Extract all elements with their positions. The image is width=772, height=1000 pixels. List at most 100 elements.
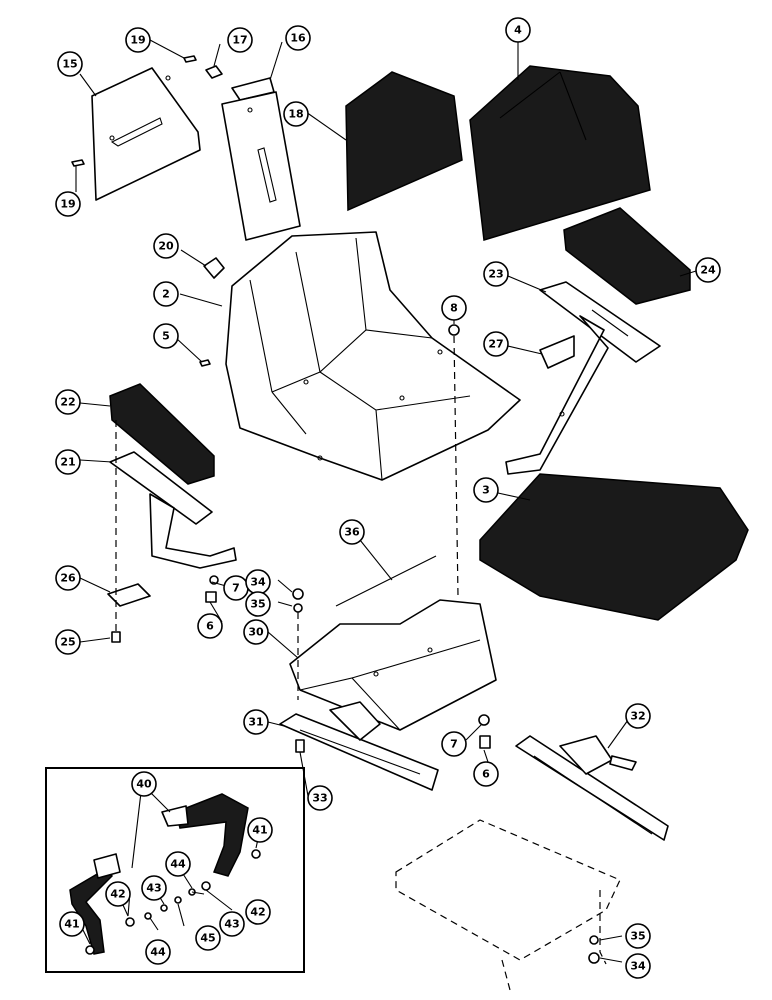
callout-26: 26 [55, 565, 81, 591]
callout-30: 30 [243, 619, 269, 645]
callout-42-upper: 42 [105, 881, 131, 907]
svg-text:34: 34 [630, 960, 646, 973]
svg-text:17: 17 [232, 34, 247, 47]
svg-text:34: 34 [250, 576, 266, 589]
callout-20: 20 [153, 233, 179, 259]
svg-text:41: 41 [64, 918, 79, 931]
callout-24: 24 [695, 257, 721, 283]
callout-31: 31 [243, 709, 269, 735]
svg-text:35: 35 [250, 598, 265, 611]
washer-35-lower [589, 935, 599, 945]
svg-text:43: 43 [146, 882, 161, 895]
callout-43-upper: 43 [141, 875, 167, 901]
svg-text:44: 44 [170, 858, 186, 871]
callout-15: 15 [57, 51, 83, 77]
nut-34-lower [588, 952, 600, 964]
svg-text:20: 20 [158, 240, 174, 253]
callout-44-upper: 44 [165, 851, 191, 877]
armrest-pad-24 [563, 207, 691, 305]
svg-text:3: 3 [482, 484, 490, 497]
bracket-26 [107, 583, 151, 607]
side-panel-15 [91, 67, 201, 201]
svg-text:33: 33 [312, 792, 327, 805]
callout-6-right: 6 [473, 761, 499, 787]
back-bracket-16 [221, 77, 301, 241]
svg-text:7: 7 [232, 582, 240, 595]
seat-belt-inset [45, 767, 305, 973]
svg-text:22: 22 [60, 396, 75, 409]
svg-text:6: 6 [206, 620, 214, 633]
seat-pan-2 [225, 231, 521, 481]
svg-text:45: 45 [200, 932, 215, 945]
svg-text:8: 8 [450, 302, 458, 315]
callout-6-left: 6 [197, 613, 223, 639]
svg-text:6: 6 [482, 768, 490, 781]
bolt-6-left [205, 591, 217, 603]
mounting-plate-outline [395, 819, 621, 991]
callout-33: 33 [307, 785, 333, 811]
svg-text:27: 27 [488, 338, 503, 351]
callout-18: 18 [283, 101, 309, 127]
callout-45: 45 [195, 925, 221, 951]
base-frame-30 [289, 599, 497, 731]
knob-20 [203, 257, 225, 279]
svg-text:30: 30 [248, 626, 264, 639]
callout-43-lower: 43 [219, 911, 245, 937]
guide-line-right [453, 335, 459, 597]
callout-27: 27 [483, 331, 509, 357]
svg-text:18: 18 [288, 108, 303, 121]
svg-text:19: 19 [60, 198, 75, 211]
back-cushion-18 [345, 71, 463, 212]
svg-text:4: 4 [514, 24, 522, 37]
svg-text:23: 23 [488, 268, 503, 281]
svg-text:21: 21 [60, 456, 75, 469]
callout-19-bottom: 19 [55, 191, 81, 217]
callout-40: 40 [131, 771, 157, 797]
clip-17 [205, 65, 223, 79]
callout-44-lower: 44 [145, 939, 171, 965]
svg-text:26: 26 [60, 572, 76, 585]
svg-text:44: 44 [150, 946, 166, 959]
nut-34-upper [292, 588, 304, 600]
callout-35-lower: 35 [625, 923, 651, 949]
armrest-pad-22 [109, 383, 215, 485]
callout-16: 16 [285, 25, 311, 51]
svg-text:19: 19 [130, 34, 145, 47]
armrest-bracket-23 [505, 281, 661, 475]
callout-32: 32 [625, 703, 651, 729]
callout-35-upper: 35 [245, 591, 271, 617]
callout-22: 22 [55, 389, 81, 415]
callout-8: 8 [441, 295, 467, 321]
screw-25 [111, 631, 121, 643]
svg-text:16: 16 [290, 32, 306, 45]
seat-cushion-3 [479, 473, 749, 621]
callout-2: 2 [153, 281, 179, 307]
slide-rail-31 [279, 701, 439, 791]
screw-5 [199, 359, 211, 367]
callout-41-left: 41 [59, 911, 85, 937]
callout-19-top: 19 [125, 27, 151, 53]
nut-8 [448, 324, 460, 336]
svg-text:36: 36 [344, 526, 360, 539]
washer-35-upper [293, 603, 303, 613]
callout-7-right: 7 [441, 731, 467, 757]
svg-text:42: 42 [250, 906, 265, 919]
svg-text:41: 41 [252, 824, 267, 837]
callout-3: 3 [473, 477, 499, 503]
callout-7-left: 7 [223, 575, 249, 601]
svg-text:31: 31 [248, 716, 263, 729]
callout-23: 23 [483, 261, 509, 287]
svg-text:15: 15 [62, 58, 77, 71]
armrest-bracket-21 [109, 451, 237, 569]
bolt-6-right [479, 735, 491, 749]
slide-rail-32 [515, 735, 669, 841]
callout-42-lower: 42 [245, 899, 271, 925]
svg-text:24: 24 [700, 264, 716, 277]
callout-17: 17 [227, 27, 253, 53]
svg-text:5: 5 [162, 330, 170, 343]
svg-text:40: 40 [136, 778, 152, 791]
callout-41-right: 41 [247, 817, 273, 843]
bracket-27 [539, 335, 575, 369]
